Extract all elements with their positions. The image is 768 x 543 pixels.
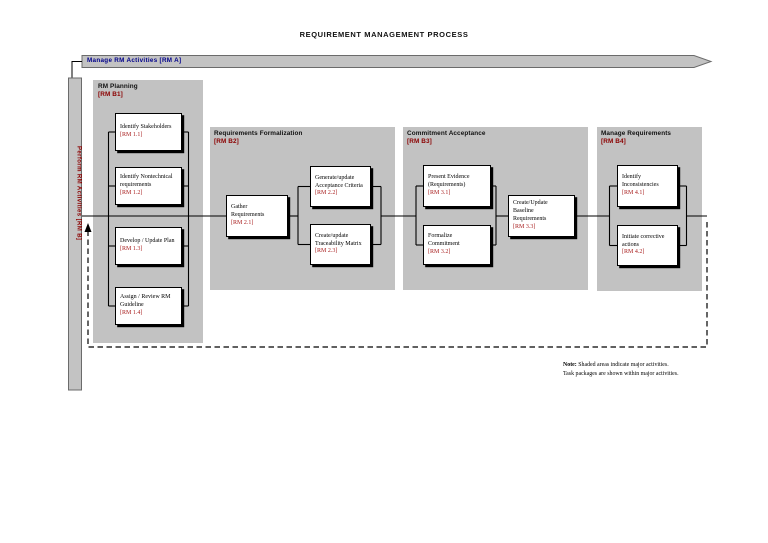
area-code: [RM B3] — [407, 138, 432, 145]
task-box-rm-1-4: Assign / Review RM Guideline [RM 1.4] — [115, 287, 182, 325]
top-to-side-connector-line — [71, 61, 82, 78]
top-arrow-bar — [81, 55, 713, 68]
area-title: Manage Requirements — [601, 130, 672, 137]
feedback-up-arrowhead-icon — [84, 223, 92, 232]
task-code: [RM 4.1] — [622, 189, 645, 196]
task-title: Identify Inconsistencies — [622, 174, 659, 189]
task-code: [RM 1.3] — [120, 246, 143, 252]
footnote-label: Note: — [563, 362, 577, 368]
task-title: Create/update Traceability Matrix — [315, 232, 362, 247]
task-box-rm-2-1: Gather Requirements [RM 2.1] — [226, 195, 288, 237]
task-box-rm-3-1: Present Evidence (Requirements) [RM 3.1] — [423, 165, 491, 207]
task-box-rm-2-3: Create/update Traceability Matrix [RM 2.… — [310, 224, 371, 265]
task-code: [RM 2.2] — [315, 190, 338, 197]
task-title: Generate/update Acceptance Criteria — [315, 174, 363, 189]
task-code: [RM 2.3] — [315, 248, 338, 255]
task-box-rm-1-1: Identify Stakeholders [RM 1.1] — [115, 113, 182, 151]
area-title: RM Planning — [98, 83, 138, 90]
area-title: Requirements Formalization — [214, 130, 303, 137]
page-title: REQUIREMENT MANAGEMENT PROCESS — [299, 30, 469, 39]
feedback-dashed-line — [87, 222, 708, 348]
top-bar-label: Manage RM Activities [RM A] — [87, 57, 182, 64]
task-title: Formalize Commitment — [428, 233, 460, 248]
area-code: [RM B4] — [601, 138, 626, 145]
task-box-rm-3-3: Create/Update Baseline Requirements [RM … — [508, 195, 575, 237]
task-title: Identify Nontechnical requirements — [120, 174, 173, 189]
task-box-rm-4-1: Identify Inconsistencies [RM 4.1] — [617, 165, 678, 207]
footnote: Note: Shaded areas indicate major activi… — [563, 361, 758, 378]
area-code: [RM B2] — [214, 138, 239, 145]
task-box-rm-4-2: Initiate corrective actions [RM 4.2] — [617, 225, 678, 266]
area-header-requirements-formalization: Requirements Formalization [RM B2] — [214, 130, 303, 146]
task-title: Gather Requirements — [231, 204, 265, 219]
area-header-commitment-acceptance: Commitment Acceptance [RM B3] — [407, 130, 486, 146]
task-code: [RM 3.3] — [513, 223, 536, 230]
task-box-rm-2-2: Generate/update Acceptance Criteria [RM … — [310, 166, 371, 207]
task-title: Initiate corrective actions — [622, 233, 665, 248]
task-code: [RM 1.1] — [120, 132, 143, 138]
task-title: Assign / Review RM Guideline — [120, 294, 171, 309]
task-code: [RM 1.2] — [120, 189, 143, 196]
footnote-text-1: Shaded areas indicate major activities. — [578, 362, 669, 368]
task-code: [RM 2.1] — [231, 219, 254, 226]
task-box-rm-1-3: Develop / Update Plan [RM 1.3] — [115, 227, 182, 265]
area-code: [RM B1] — [98, 91, 123, 98]
side-bar-label: Perform RM Activities [RM B] — [75, 146, 82, 241]
task-title: Create/Update Baseline Requirements — [513, 200, 548, 222]
task-title: Present Evidence (Requirements) — [428, 174, 470, 189]
side-bar — [68, 77, 82, 391]
task-title: Develop / Update Plan — [120, 238, 175, 245]
task-title: Identify Stakeholders — [120, 124, 172, 131]
task-code: [RM 4.2] — [622, 249, 645, 256]
area-header-rm-planning: RM Planning [RM B1] — [98, 83, 138, 99]
area-title: Commitment Acceptance — [407, 130, 486, 137]
task-code: [RM 3.1] — [428, 189, 451, 196]
area-header-manage-requirements: Manage Requirements [RM B4] — [601, 130, 671, 146]
flow-lines — [82, 131, 707, 307]
task-box-rm-3-2: Formalize Commitment [RM 3.2] — [423, 225, 491, 265]
footnote-line-1: Note: Shaded areas indicate major activi… — [563, 361, 758, 370]
footnote-line-2: Task packages are shown within major act… — [563, 370, 679, 377]
task-code: [RM 1.4] — [120, 309, 143, 316]
task-code: [RM 3.2] — [428, 248, 451, 255]
task-box-rm-1-2: Identify Nontechnical requirements [RM 1… — [115, 167, 182, 205]
